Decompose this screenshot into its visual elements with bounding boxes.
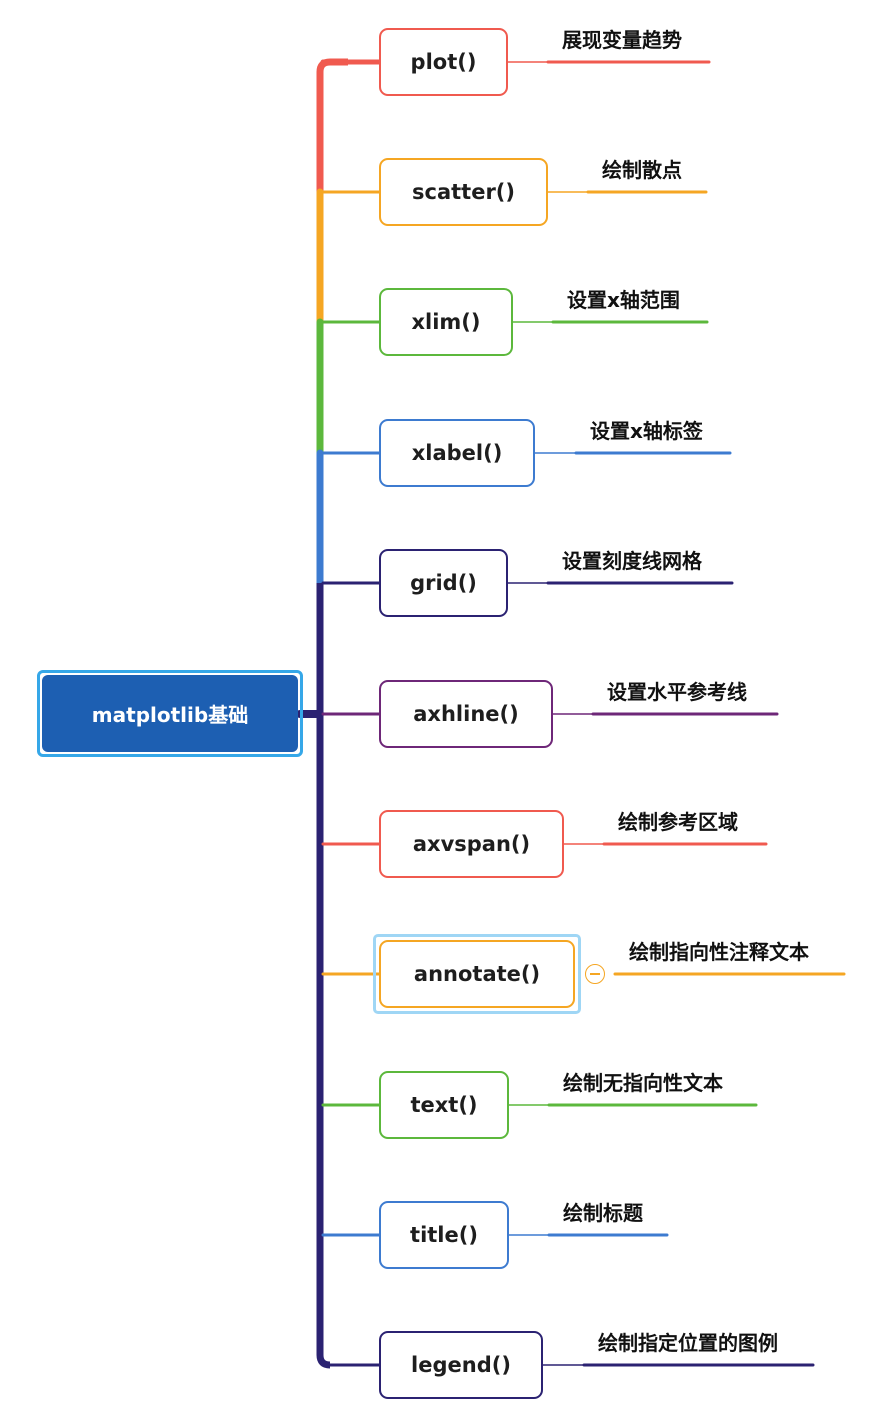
node-label: plot(): [410, 50, 477, 74]
selection-ring: [373, 934, 581, 1014]
node-label: xlabel(): [411, 441, 503, 465]
leaf-axhline[interactable]: 设置水平参考线: [607, 680, 747, 704]
leaf-scatter[interactable]: 绘制散点: [602, 158, 682, 182]
node-grid[interactable]: grid(): [379, 549, 508, 617]
node-text[interactable]: text(): [379, 1071, 509, 1139]
node-axvspan[interactable]: axvspan(): [379, 810, 564, 878]
node-label: annotate(): [413, 962, 541, 986]
node-label: xlim(): [411, 310, 481, 334]
leaf-annotate[interactable]: 绘制指向性注释文本: [629, 940, 809, 964]
root-node-selection-ring: [37, 670, 303, 757]
node-label: text(): [410, 1093, 478, 1117]
leaf-axvspan[interactable]: 绘制参考区域: [618, 810, 738, 834]
leaf-xlabel[interactable]: 设置x轴标签: [590, 419, 703, 443]
root-node[interactable]: matplotlib基础: [42, 675, 298, 752]
node-label: axvspan(): [412, 832, 531, 856]
leaf-plot[interactable]: 展现变量趋势: [562, 28, 682, 52]
leaf-xlim[interactable]: 设置x轴范围: [567, 288, 680, 312]
node-xlim[interactable]: xlim(): [379, 288, 513, 356]
node-label: title(): [410, 1223, 478, 1247]
node-plot[interactable]: plot(): [379, 28, 508, 96]
node-scatter[interactable]: scatter(): [379, 158, 548, 226]
root-node-label: matplotlib基础: [91, 703, 249, 727]
node-label: axhline(): [413, 702, 519, 726]
node-xlabel[interactable]: xlabel(): [379, 419, 535, 487]
leaf-legend[interactable]: 绘制指定位置的图例: [598, 1331, 778, 1355]
node-annotate[interactable]: annotate(): [379, 940, 575, 1008]
leaf-text[interactable]: 绘制无指向性文本: [563, 1071, 723, 1095]
trunk-segment-plot: [316, 58, 348, 192]
minus-icon: [590, 973, 600, 975]
leaf-title[interactable]: 绘制标题: [563, 1201, 643, 1225]
node-label: scatter(): [412, 180, 515, 204]
node-title[interactable]: title(): [379, 1201, 509, 1269]
node-label: legend(): [411, 1353, 511, 1377]
leaf-grid[interactable]: 设置刻度线网格: [562, 549, 702, 573]
node-label: grid(): [410, 571, 477, 595]
node-axhline[interactable]: axhline(): [379, 680, 553, 748]
node-legend[interactable]: legend(): [379, 1331, 543, 1399]
collapse-toggle-icon[interactable]: [585, 964, 605, 984]
